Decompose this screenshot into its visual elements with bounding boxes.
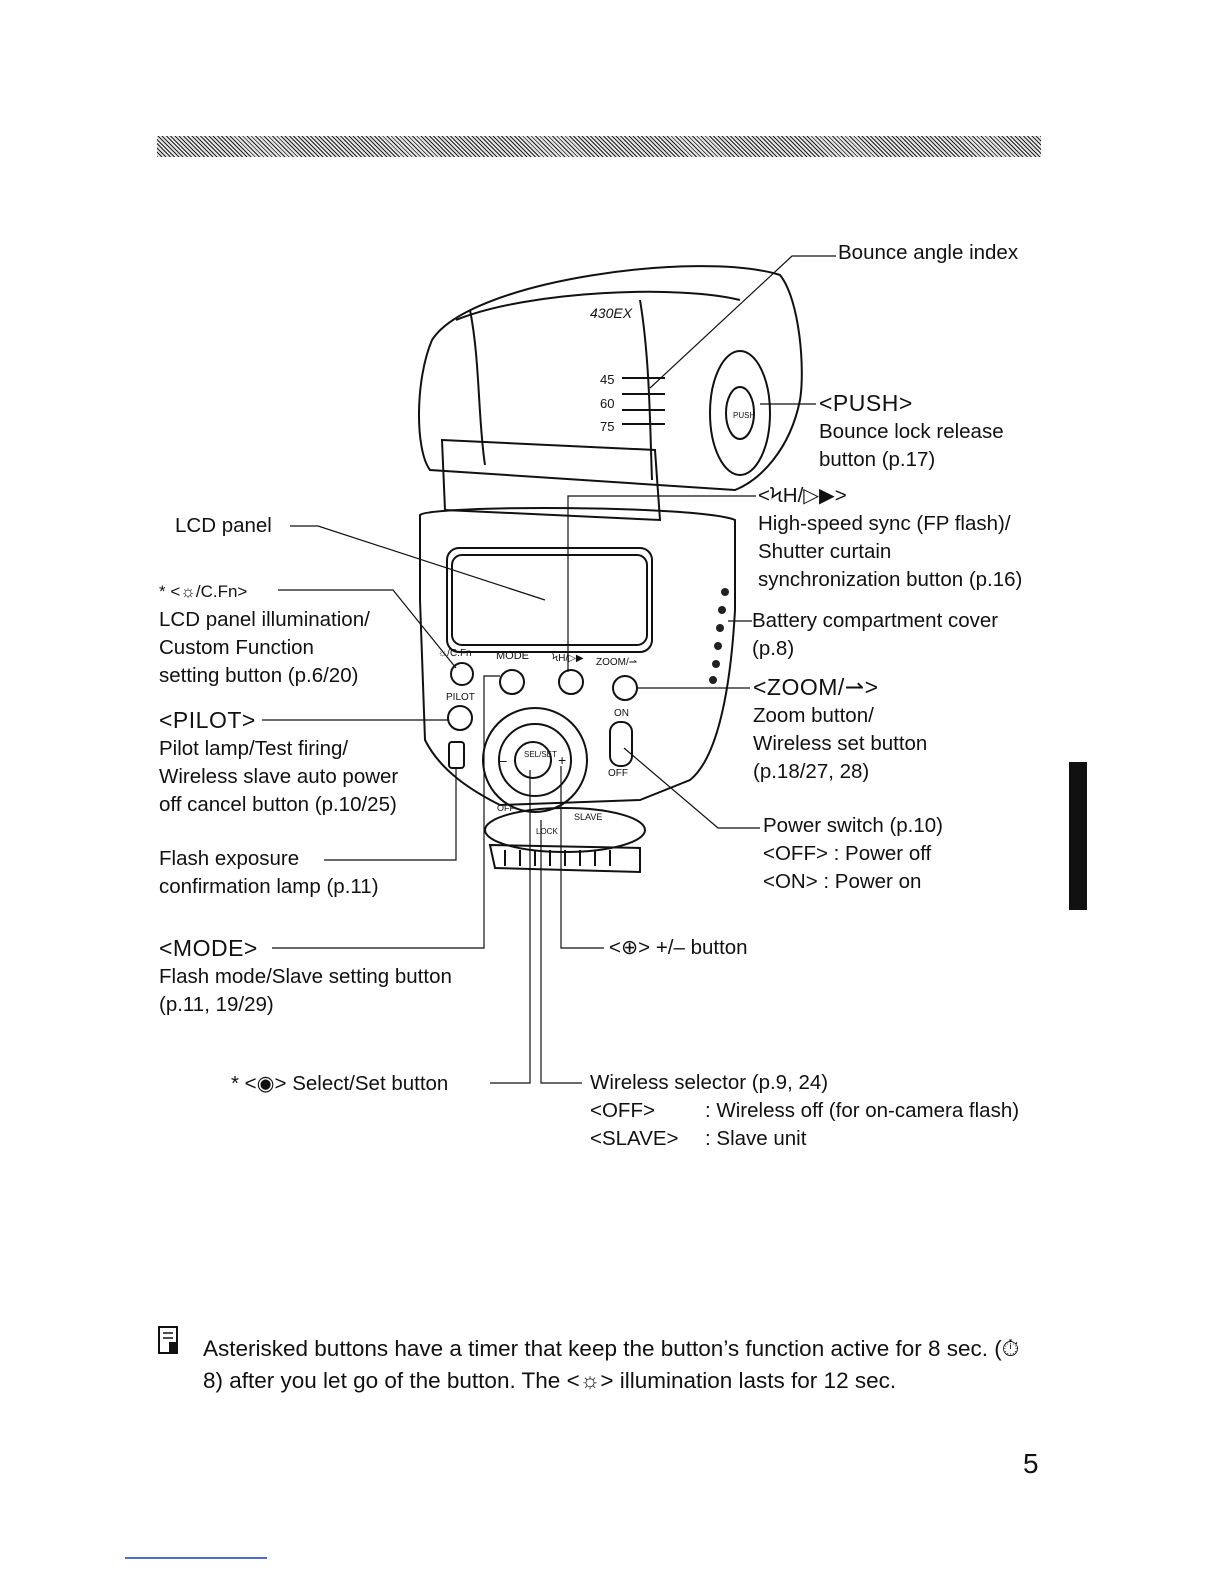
label-hs-desc-3: synchronization button (p.16)	[758, 568, 1023, 591]
label-lcd-panel: LCD panel	[175, 514, 272, 537]
label-fe-lamp-1: Flash exposure	[159, 847, 300, 870]
leader-mode	[272, 675, 500, 949]
power-switch-shape	[609, 721, 633, 767]
label-power-2: <OFF> : Power off	[763, 842, 932, 865]
label-zoom-name: <ZOOM/⇀>	[753, 674, 879, 700]
label-battery-1: Battery compartment cover	[752, 609, 999, 632]
lock-text: LOCK	[536, 827, 558, 836]
label-pilot-name: <PILOT>	[159, 707, 256, 733]
leader-fe	[324, 768, 457, 861]
label-bounce-angle-index: Bounce angle index	[838, 241, 1019, 264]
push-button-outline	[709, 350, 771, 476]
leader-selset	[490, 770, 531, 1084]
label-push-name: <PUSH>	[819, 390, 913, 416]
label-wireless-1: Wireless selector (p.9, 24)	[590, 1071, 829, 1094]
hs-button-shape	[558, 669, 584, 695]
leader-lcd	[290, 525, 546, 601]
cfn-button-shape	[450, 662, 474, 686]
section-edge-marker	[1069, 762, 1087, 910]
label-power-1: Power switch (p.10)	[763, 814, 944, 837]
control-dial-outline	[482, 707, 588, 813]
label-cfn-desc-1: LCD panel illumination/	[159, 608, 370, 631]
label-push-desc-2: button (p.17)	[819, 448, 936, 471]
label-hs-desc-1: High-speed sync (FP flash)/	[758, 512, 1011, 535]
plus-text: +	[558, 752, 566, 768]
on-text: ON	[614, 708, 629, 719]
label-fe-lamp-2: confirmation lamp (p.11)	[159, 875, 379, 898]
label-wireless-off-val: : Wireless off (for on-camera flash)	[705, 1099, 1020, 1122]
label-power-3: <ON> : Power on	[763, 870, 922, 893]
sel-set-outline	[514, 741, 552, 779]
off-text: OFF	[608, 768, 628, 779]
label-battery-2: (p.8)	[752, 637, 795, 660]
label-wireless-slave-key: <SLAVE>	[590, 1127, 679, 1150]
zoom-button-shape	[612, 675, 638, 701]
label-zoom-desc-1: Zoom button/	[753, 704, 874, 727]
bounce-mark-60: 60	[600, 396, 614, 411]
leader-bounce	[649, 255, 836, 389]
leader-power	[623, 747, 760, 829]
label-wireless-slave-val: : Slave unit	[705, 1127, 807, 1150]
label-pilot-desc-2: Wireless slave auto power	[159, 765, 399, 788]
page-number: 5	[1023, 1448, 1039, 1479]
lcd-window	[451, 554, 648, 646]
leader-hs	[567, 495, 756, 672]
label-cfn-name: * <☼/C.Fn>	[159, 582, 248, 601]
label-hs-desc-2: Shutter curtain	[758, 540, 892, 563]
zoom-text: ZOOM/⇀	[596, 657, 637, 668]
bottom-rule	[125, 1557, 267, 1559]
label-mode-desc-1: Flash mode/Slave setting button	[159, 965, 452, 988]
bounce-mark-75: 75	[600, 419, 614, 434]
sel-off-text: OFF	[497, 803, 515, 813]
bounce-mark-45: 45	[600, 372, 614, 387]
label-zoom-desc-3: (p.18/27, 28)	[753, 760, 870, 783]
minus-text: –	[499, 752, 507, 768]
leader-plusminus	[560, 766, 604, 949]
flash-body-outline	[419, 507, 736, 807]
label-pilot-desc-3: off cancel button (p.10/25)	[159, 793, 397, 816]
header-hatch-bar	[157, 136, 1041, 157]
note-text: Asterisked buttons have a timer that kee…	[203, 1336, 1020, 1393]
label-push-desc-1: Bounce lock release	[819, 420, 1004, 443]
label-mode-desc-2: (p.11, 19/29)	[159, 993, 274, 1016]
label-plus-minus: <⊕> +/– button	[609, 936, 748, 959]
label-cfn-desc-2: Custom Function	[159, 636, 314, 659]
label-wireless-off-key: <OFF>	[590, 1099, 655, 1122]
label-mode-name: <MODE>	[159, 935, 258, 961]
label-zoom-desc-2: Wireless set button	[753, 732, 928, 755]
flash-head-outline	[418, 265, 803, 492]
label-cfn-desc-3: setting button (p.6/20)	[159, 664, 359, 687]
mode-button-shape	[499, 669, 525, 695]
cfn-text: ☼/C.Fn	[438, 648, 472, 659]
label-pilot-desc-1: Pilot lamp/Test firing/	[159, 737, 349, 760]
model-name-text: 430EX	[590, 305, 633, 321]
leader-wireless	[540, 820, 582, 1084]
label-sel-set: * <◉> Select/Set button	[231, 1072, 449, 1095]
push-button-text: PUSH	[733, 411, 755, 420]
pilot-button-shape	[447, 705, 473, 731]
slave-text: SLAVE	[574, 812, 602, 822]
note-icon	[158, 1326, 178, 1354]
pilot-text: PILOT	[446, 692, 475, 703]
mode-text: MODE	[496, 650, 529, 662]
leader-cfn	[278, 589, 457, 669]
sel-set-text: SEL/SET	[524, 750, 557, 759]
label-hs-name: <ϞH/▷▶>	[758, 484, 847, 507]
